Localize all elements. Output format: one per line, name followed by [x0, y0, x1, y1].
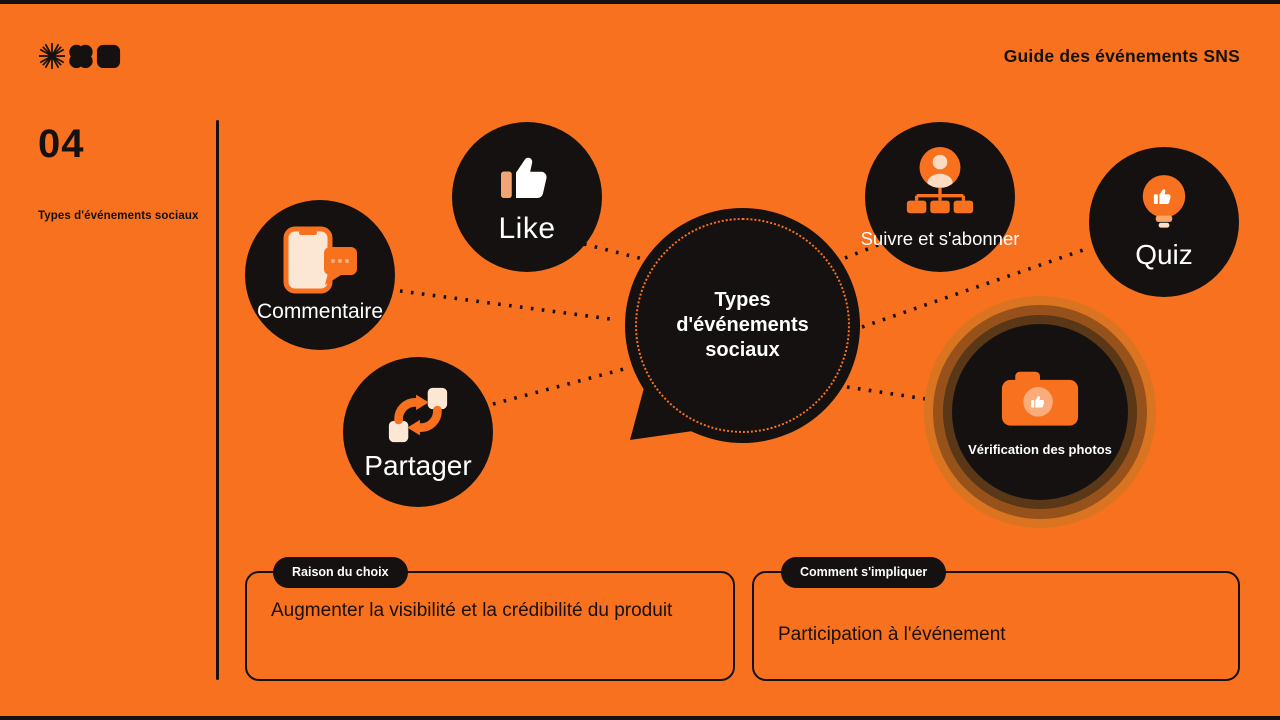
thumbs-up-icon	[496, 148, 558, 208]
involvement-tag-pill: Comment s'impliquer	[781, 557, 947, 588]
header-title: Guide des événements SNS	[1003, 46, 1240, 66]
node-label: Vérification des photos	[968, 441, 1112, 457]
rounded-square-icon	[95, 42, 122, 70]
lightbulb-like-icon	[1137, 173, 1191, 235]
follow-org-chart-icon	[901, 144, 979, 224]
involvement-box: Comment s'impliquer Participation à l'év…	[752, 557, 1240, 681]
vertical-divider	[216, 120, 219, 680]
phone-chat-icon	[280, 226, 360, 298]
node-label: Partager	[364, 450, 472, 481]
node-like: Like	[452, 122, 602, 272]
node-label: Quiz	[1135, 239, 1193, 270]
center-bubble: Types d'événements sociaux	[625, 208, 860, 443]
reason-box: Raison du choix Augmenter la visibilité …	[245, 557, 735, 681]
camera-like-icon	[1000, 368, 1080, 428]
node-suivre: Suivre et s'abonner	[861, 122, 1019, 272]
node-label: Commentaire	[256, 300, 384, 323]
share-arrows-icon	[385, 382, 451, 448]
node-verification: Vérification des photos	[952, 324, 1128, 500]
top-edge-bar	[0, 0, 1280, 4]
reason-tag-pill: Raison du choix	[273, 557, 408, 588]
node-label: Like	[498, 212, 556, 245]
node-quiz: Quiz	[1089, 147, 1239, 297]
logo	[38, 42, 122, 70]
node-commentaire: Commentaire	[245, 200, 395, 350]
section-number: 04	[38, 122, 85, 166]
section-label: Types d'événements sociaux	[38, 210, 199, 222]
node-label: Suivre et s'abonner	[860, 228, 1020, 249]
starburst-icon	[38, 42, 66, 70]
bottom-edge-bar	[0, 716, 1280, 720]
clover-icon	[67, 42, 94, 70]
reason-text: Augmenter la visibilité et la crédibilit…	[271, 600, 673, 621]
node-partager: Partager	[343, 357, 493, 507]
involvement-text: Participation à l'événement	[778, 624, 1006, 645]
bubble-dotted-ring	[635, 218, 850, 433]
